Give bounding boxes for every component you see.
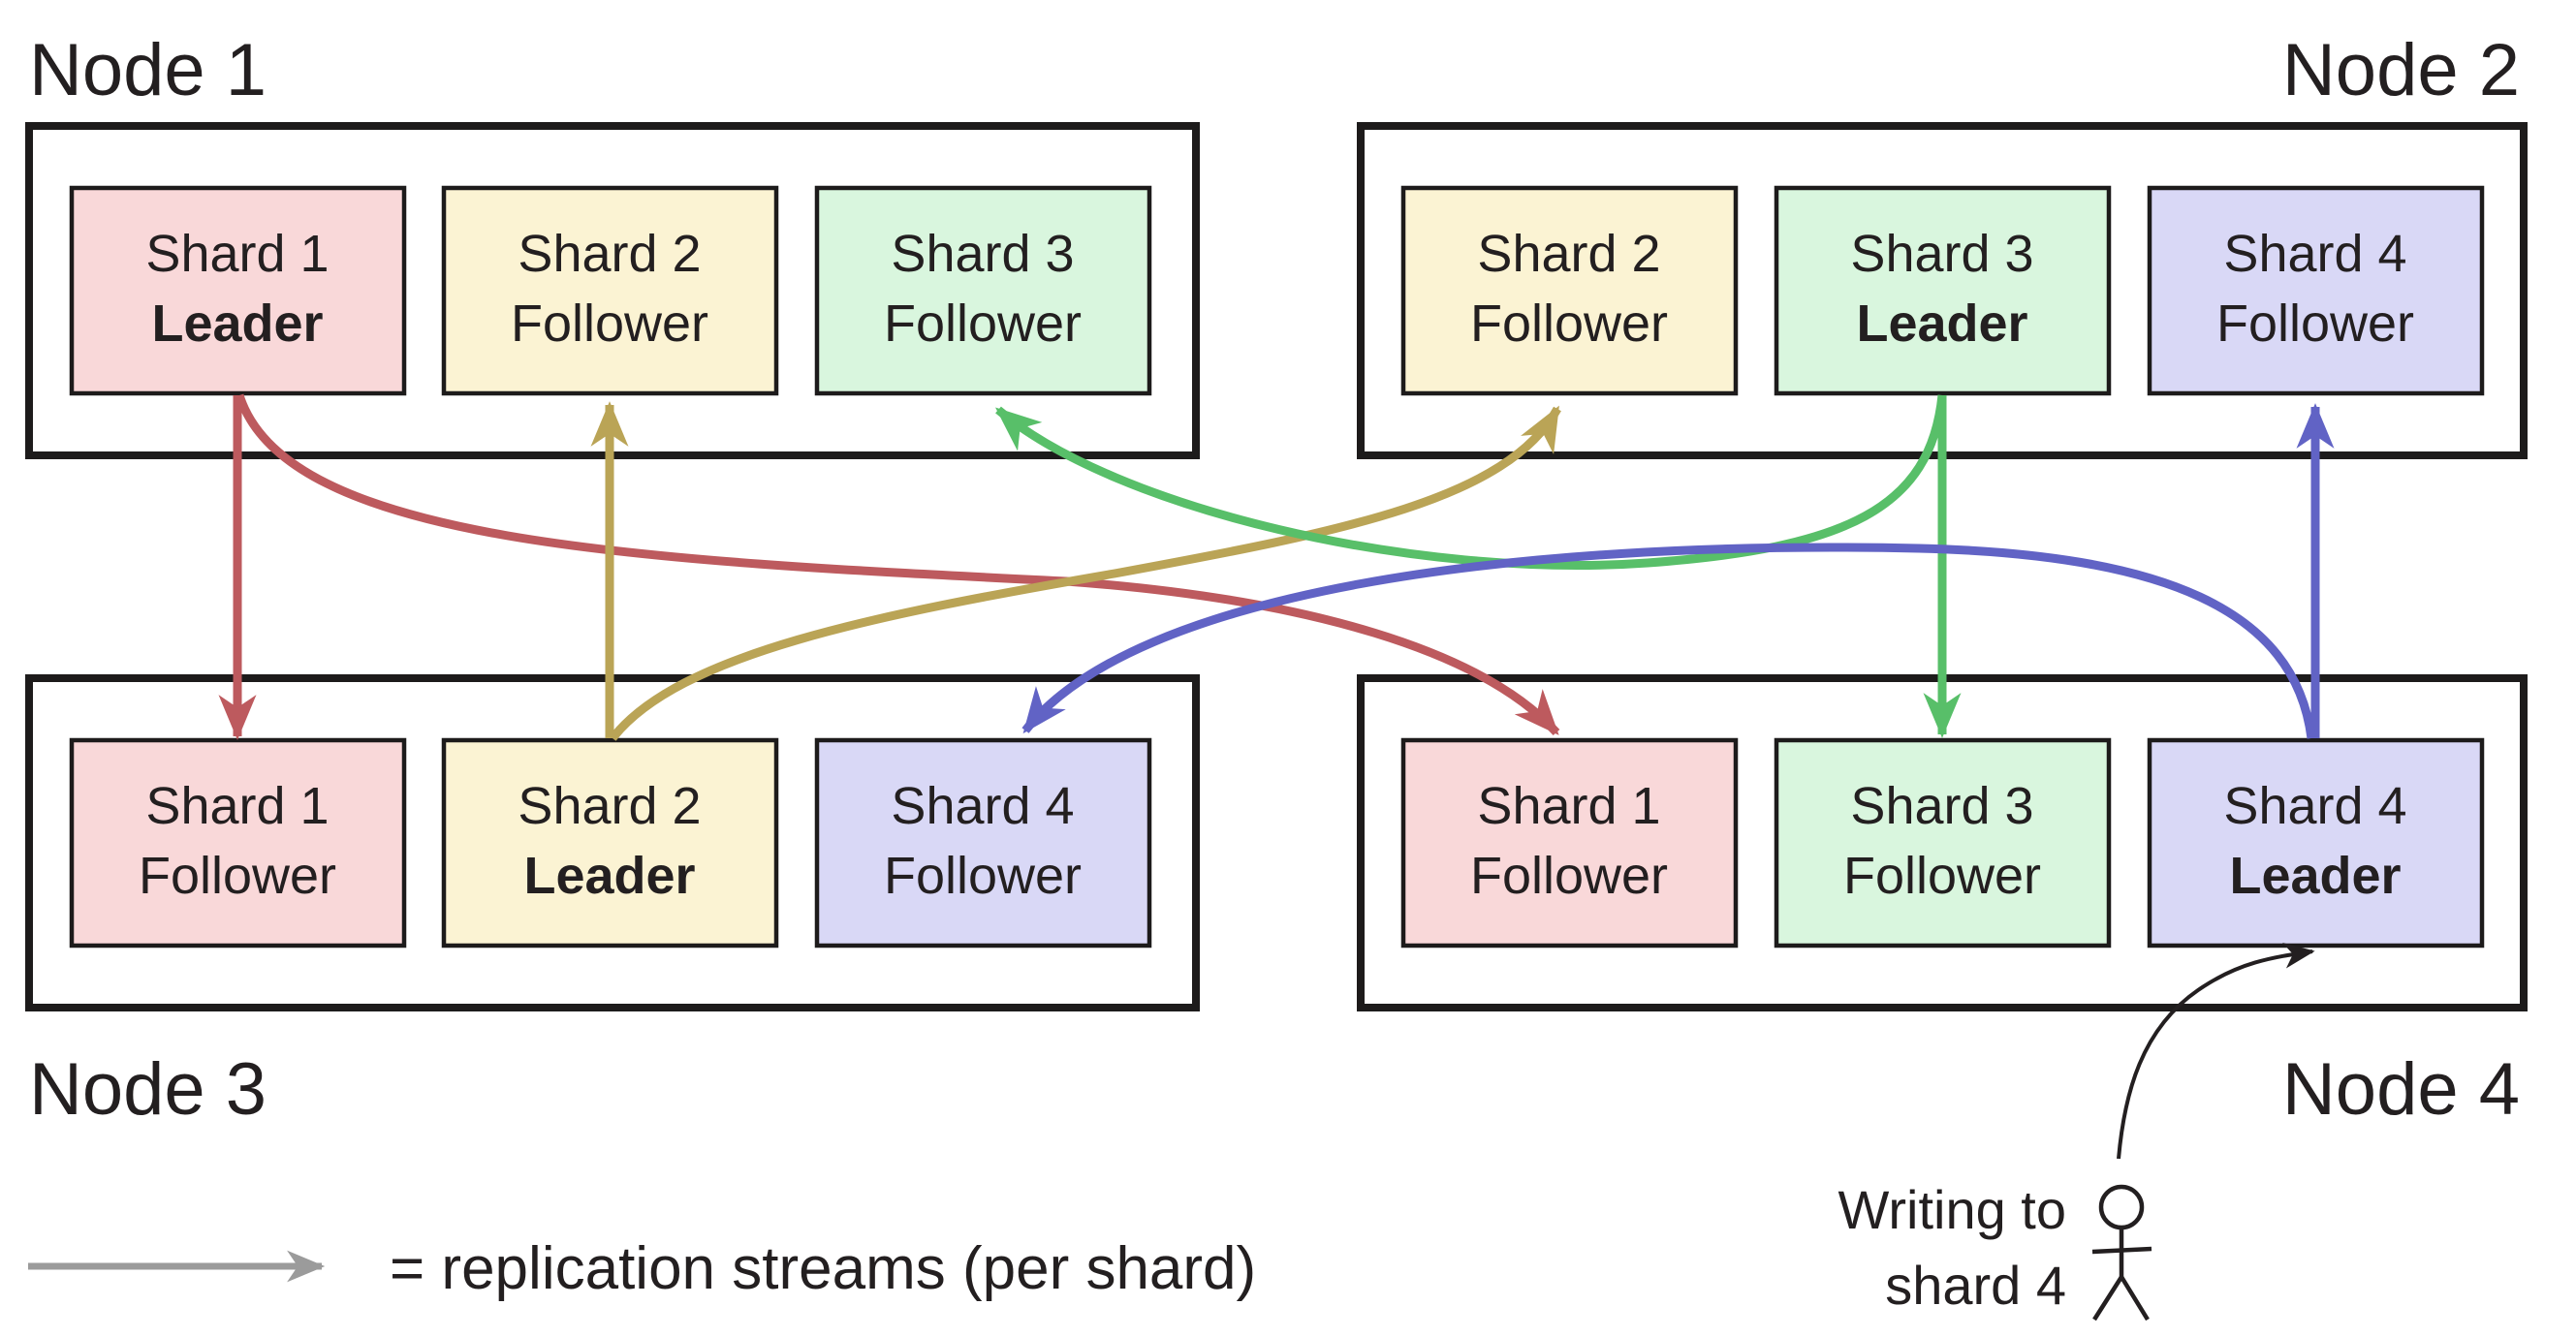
shard-box [1400,185,1739,396]
node-1: Node 1 Shard 1 Leader Shard 2 Follower S… [25,29,1200,459]
shard-box [814,185,1152,396]
shard-card-n1-shard1: Shard 1 Leader [69,185,407,396]
shard-role: Follower [511,295,708,353]
shard-box [2147,185,2485,396]
shard-box [2147,737,2485,948]
write-annotation: Writing to shard 4 [1838,943,2315,1321]
shard-title: Shard 4 [2223,777,2406,835]
shard-title: Shard 1 [145,777,329,835]
shard-role: Follower [1470,295,1668,353]
stream-shard1-node1-to-node4 [235,393,1560,736]
stream-shard3-node2-to-node1 [995,394,1947,570]
shard-card-n2-shard4: Shard 4 Follower [2147,185,2485,396]
shard-box [814,737,1152,948]
shard-card-n1-shard2: Shard 2 Follower [441,185,779,396]
shard-title: Shard 3 [891,225,1074,283]
shard-title: Shard 2 [518,777,701,835]
shard-card-n4-shard3: Shard 3 Follower [1774,737,2112,948]
stream-shard2-node3-to-node2 [609,405,1561,741]
shard-role: Follower [1470,847,1668,905]
shard-card-n4-shard1: Shard 1 Follower [1400,737,1739,948]
shard-role: Leader [151,295,323,353]
shard-title: Shard 4 [2223,225,2406,283]
shard-title: Shard 3 [1850,225,2033,283]
shard-box [69,737,407,948]
annotation-line1: Writing to [1838,1179,2066,1240]
person-arms [2091,1246,2152,1255]
node-4: Node 4 Shard 1 Follower Shard 3 Follower… [1357,674,2528,1131]
annotation-line2: shard 4 [1885,1255,2066,1316]
shard-card-n4-shard4: Shard 4 Leader [2147,737,2485,948]
write-arrow [2117,943,2315,1160]
shard-title: Shard 1 [145,225,329,283]
stream-shard4-node4-to-node3 [1021,543,2316,739]
node-3-label: Node 3 [29,1048,267,1131]
shard-card-n1-shard3: Shard 3 Follower [814,185,1152,396]
node-2: Node 2 Shard 2 Follower Shard 3 Leader S… [1357,29,2528,459]
person-legs [2092,1272,2150,1321]
shard-role: Follower [2216,295,2414,353]
shard-box [441,737,779,948]
shard-title: Shard 1 [1477,777,1660,835]
legend: = replication streams (per shard) [28,1235,1256,1302]
shard-box [69,185,407,396]
shard-title: Shard 4 [891,777,1074,835]
shard-role: Leader [1856,295,2027,353]
shard-box [1774,185,2112,396]
shard-card-n3-shard4: Shard 4 Follower [814,737,1152,948]
shard-card-n3-shard2: Shard 2 Leader [441,737,779,948]
shard-card-n2-shard3: Shard 3 Leader [1774,185,2112,396]
person-icon [2091,1184,2152,1321]
replication-streams [218,393,2335,741]
shard-role: Follower [1843,847,2041,905]
shard-card-n3-shard1: Shard 1 Follower [69,737,407,948]
shard-box [1400,737,1739,948]
legend-label: = replication streams (per shard) [390,1235,1256,1302]
person-head [2098,1184,2145,1230]
shard-title: Shard 3 [1850,777,2033,835]
shard-card-n2-shard2: Shard 2 Follower [1400,185,1739,396]
shard-role: Follower [139,847,336,905]
shard-box [1774,737,2112,948]
shard-box [441,185,779,396]
shard-role: Leader [523,847,695,905]
shard-title: Shard 2 [1477,225,1660,283]
shard-role: Follower [884,847,1082,905]
node-2-label: Node 2 [2282,29,2520,111]
node-4-label: Node 4 [2282,1048,2520,1131]
node-1-label: Node 1 [29,29,267,111]
shard-title: Shard 2 [518,225,701,283]
shard-role: Leader [2229,847,2401,905]
node-3: Node 3 Shard 1 Follower Shard 2 Leader S… [25,674,1200,1131]
shard-role: Follower [884,295,1082,353]
